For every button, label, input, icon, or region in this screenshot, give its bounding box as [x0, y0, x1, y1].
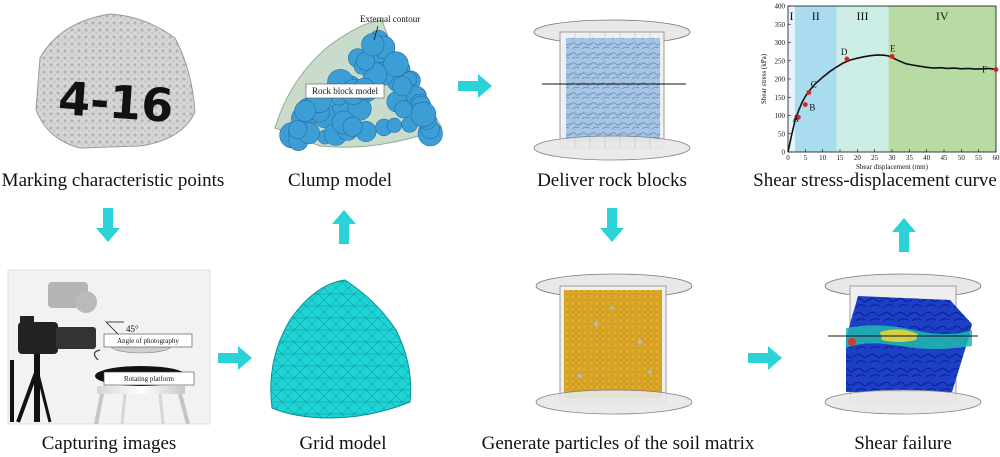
clump-sphere: [386, 117, 402, 133]
chart-point-label: B: [809, 103, 815, 113]
chart-y-tick-label: 400: [775, 3, 786, 11]
chart-x-axis-label: Shear displacement (mm): [856, 163, 929, 171]
arrow-up-icon: [892, 218, 916, 252]
angle-value-label: 45°: [126, 324, 139, 334]
arrow-right-icon: [748, 346, 782, 370]
chart-zone-label: II: [812, 9, 820, 23]
chart-point-F: [993, 67, 999, 72]
rotating-platform-label: Rotating platform: [124, 375, 175, 383]
chart-zone-I: [788, 6, 795, 152]
chart-zone-III: [836, 6, 889, 152]
chart-x-tick-label: 35: [906, 154, 914, 162]
chart-point-label: E: [890, 43, 896, 53]
chart-point-C: [806, 90, 812, 95]
chart-y-tick-label: 250: [775, 57, 786, 65]
chart-y-tick-label: 0: [782, 149, 786, 157]
caption-shear: Shear failure: [854, 433, 952, 454]
chart-point-D: [844, 56, 850, 62]
arrow-down-icon: [96, 208, 120, 242]
clump-sphere: [288, 120, 308, 139]
chart-y-tick-label: 300: [775, 39, 786, 47]
chart-x-tick-label: 25: [871, 154, 879, 162]
chart-x-tick-label: 50: [958, 154, 966, 162]
clump-sphere: [342, 116, 363, 137]
caption-capturing: Capturing images: [42, 433, 177, 454]
chart-y-tick-label: 100: [775, 112, 786, 120]
caption-grid: Grid model: [299, 433, 386, 454]
chart-x-tick-label: 30: [889, 154, 897, 162]
clump-sphere: [392, 76, 413, 97]
arrow-down-icon: [600, 208, 624, 242]
clump-sphere: [410, 101, 437, 128]
chart-point-E: [889, 53, 895, 59]
chart-zone-label: I: [789, 9, 793, 23]
clump-sphere: [361, 33, 385, 57]
clump-sphere: [294, 100, 316, 122]
clump-sphere: [394, 100, 413, 119]
chart-y-tick-label: 200: [775, 76, 786, 84]
arrow-right-icon: [218, 346, 252, 370]
capturing-photo: 45° Angle of photography Rotating platfo…: [7, 269, 211, 425]
caption-deliver: Deliver rock blocks: [537, 170, 687, 191]
caption-marking: Marking characteristic points: [2, 170, 225, 191]
angle-of-photography-label: Angle of photography: [117, 337, 179, 345]
chart-zone-label: IV: [936, 9, 949, 23]
chart-x-tick-label: 5: [804, 154, 808, 162]
chart-y-axis-label: Shear stress (kPa): [760, 53, 768, 104]
arrow-up-icon: [332, 210, 356, 244]
clump-sphere: [383, 51, 409, 77]
chart-point-B: [802, 102, 808, 107]
chart-x-tick-label: 15: [837, 154, 845, 162]
rock-photo: 4-16: [35, 13, 196, 149]
chart-y-tick-label: 50: [778, 130, 786, 138]
chart-point-label: A: [792, 113, 799, 123]
chart-x-tick-label: 0: [786, 154, 790, 162]
chart-zone-label: III: [857, 9, 869, 23]
chart-x-tick-label: 45: [941, 154, 949, 162]
chart-x-tick-label: 60: [993, 154, 1000, 162]
clump-model: External contour Rock block model: [274, 14, 443, 151]
grid-model: [270, 279, 412, 419]
chart-point-label: F: [982, 65, 987, 75]
chart-y-tick-label: 350: [775, 21, 786, 29]
shear-failure-model: [824, 273, 982, 415]
chart-x-tick-label: 10: [819, 154, 827, 162]
soil-particles-model: [535, 273, 693, 415]
chart-point-label: D: [841, 47, 848, 57]
chart-zone-IV: [888, 6, 996, 152]
chart-x-tick-label: 40: [923, 154, 931, 162]
arrow-right-icon: [458, 74, 492, 98]
deliver-rock-blocks: [533, 19, 691, 161]
chart-y-tick-label: 150: [775, 94, 786, 102]
chart-x-tick-label: 20: [854, 154, 862, 162]
rock-block-model-label: Rock block model: [312, 86, 378, 96]
caption-clump: Clump model: [288, 170, 392, 191]
chart-point-A: [796, 114, 801, 120]
chart-zone-II: [794, 6, 837, 152]
rock-marking-text: 4-16: [57, 71, 176, 133]
caption-generate: Generate particles of the soil matrix: [482, 433, 755, 454]
chart-x-tick-label: 55: [975, 154, 983, 162]
external-contour-label: External contour: [360, 14, 420, 24]
caption-curve: Shear stress-displacement curve: [753, 170, 997, 191]
chart-point-label: C: [811, 80, 817, 90]
